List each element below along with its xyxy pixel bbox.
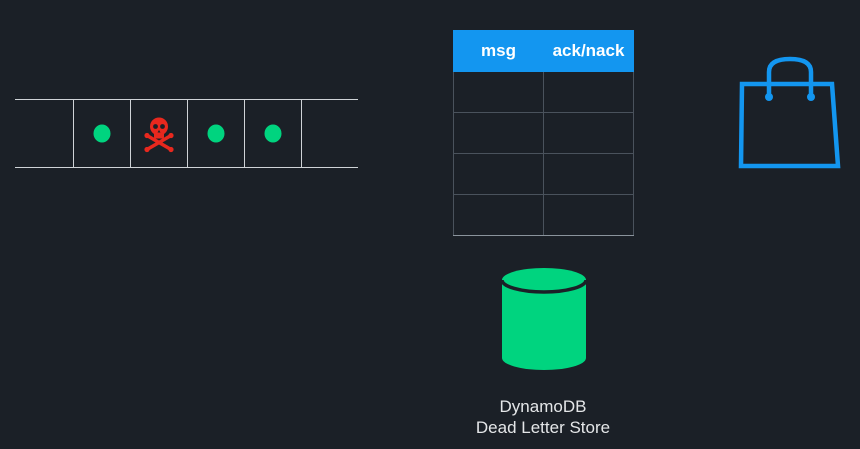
ack-nack-column-header: ack/nack (543, 30, 634, 72)
store-description: Dead Letter Store (475, 418, 611, 437)
msg-column-header: msg (453, 30, 544, 72)
table-row (453, 194, 634, 236)
ack-table-header-row: msg ack/nack (453, 30, 634, 72)
table-cell (453, 112, 544, 154)
queue-message-dot (264, 124, 282, 143)
shopping-bag-icon (738, 56, 841, 169)
dead-letter-store-label: DynamoDB Dead Letter Store (423, 396, 663, 438)
table-cell (543, 153, 634, 195)
table-cell (543, 194, 634, 236)
table-cell (453, 71, 544, 113)
table-cell (453, 153, 544, 195)
ack-table: msg ack/nack (453, 30, 634, 236)
table-cell (543, 112, 634, 154)
table-row (453, 153, 634, 195)
table-cell (543, 71, 634, 113)
database-icon (500, 268, 588, 370)
message-queue (15, 99, 358, 168)
store-name: DynamoDB (499, 397, 587, 416)
queue-message-dot (207, 124, 225, 143)
skull-crossbones-icon (144, 117, 174, 153)
ack-table-container: msg ack/nack (453, 30, 634, 236)
queue-message-dot (93, 124, 111, 143)
table-row (453, 112, 634, 154)
table-cell (453, 194, 544, 236)
table-row (453, 71, 634, 113)
